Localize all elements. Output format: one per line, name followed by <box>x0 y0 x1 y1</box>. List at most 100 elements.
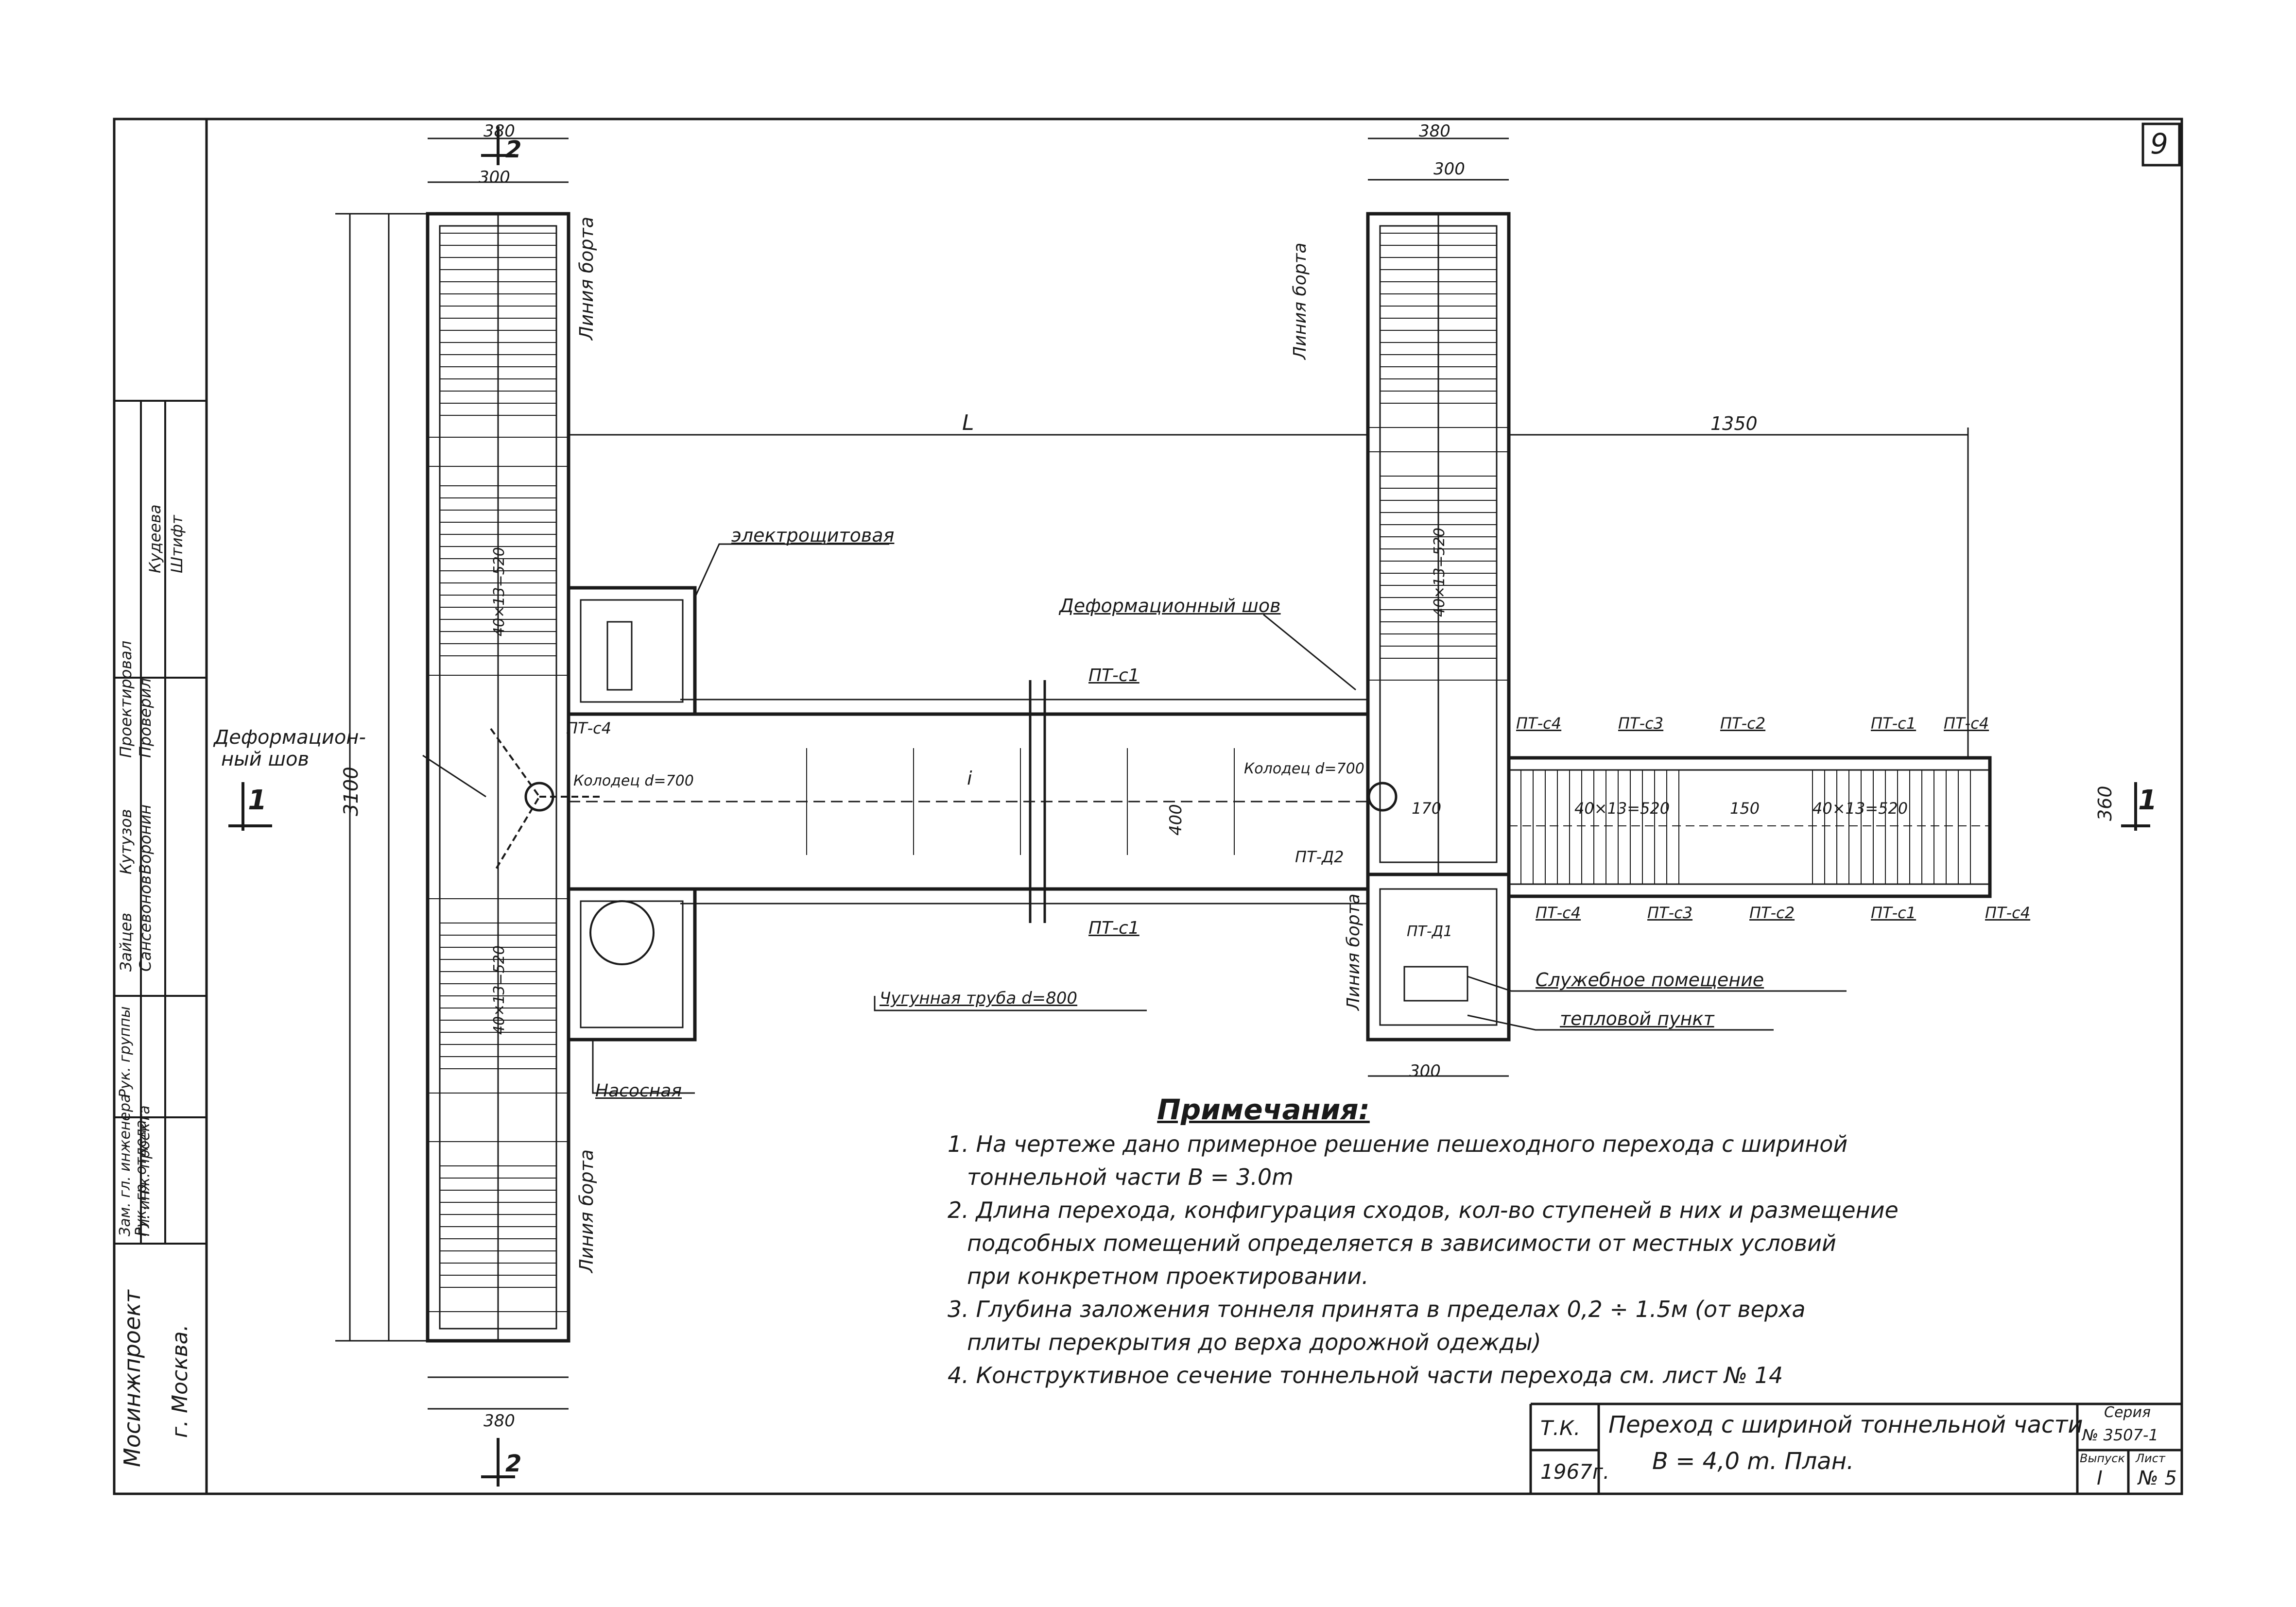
stamp-sheet-label: Лист <box>2136 1452 2165 1465</box>
side-name: Сансевонов <box>136 875 155 972</box>
label-def-seam-left-2: ный шов <box>221 748 310 770</box>
diagonal-drain <box>490 728 603 871</box>
pt-c4-right-top: ПТ-с4 <box>1516 714 1562 733</box>
pt-c1-right-top: ПТ-с1 <box>1871 714 1916 733</box>
dim-150-right: 150 <box>1730 799 1760 818</box>
sheet-number-box <box>2141 122 2181 167</box>
left-dims <box>335 213 428 1342</box>
label-well-left: Колодец d=700 <box>573 772 694 789</box>
dim-380-top-right: 380 <box>1419 121 1450 141</box>
stamp-sheet-value: № 5 <box>2138 1467 2177 1489</box>
pt-c4-right-bot: ПТ-с4 <box>1536 904 1581 922</box>
note-line: при конкретном проектировании. <box>967 1263 1369 1289</box>
label-curb-left-top: Линия борта <box>576 217 597 340</box>
right-lower-rooms <box>1366 872 1511 1042</box>
side-org: Мосинжпроект <box>119 1290 145 1467</box>
pump-room <box>567 887 697 1042</box>
dim-380-top-left: 380 <box>483 121 515 141</box>
label-curb-left-bot: Линия борта <box>576 1149 597 1273</box>
pt-c1-right-bot: ПТ-с1 <box>1871 904 1916 922</box>
leader-lines <box>422 543 1847 1094</box>
side-role2: Проверил <box>136 678 155 758</box>
stairs-520-left-2: 40×13=520 <box>491 945 508 1035</box>
side-name2: Кудеева <box>146 504 164 573</box>
dim-170: 170 <box>1412 799 1442 818</box>
dim-300-bottom-right: 300 <box>1409 1061 1441 1081</box>
stamp-issue-label: Выпуск <box>2080 1452 2125 1465</box>
pt-c4-right-top-end: ПТ-с4 <box>1944 714 1989 733</box>
pt-c4-tunnel: ПТ-с4 <box>566 719 612 737</box>
sheet-frame <box>113 118 2183 1495</box>
pt-c4-right-bot-end: ПТ-с4 <box>1985 904 2031 922</box>
left-stair-block <box>426 212 570 1343</box>
right-horizontal-steps <box>1509 770 1990 884</box>
section-1-right: 1 <box>2138 785 2157 816</box>
dim-300-top-right: 300 <box>1433 159 1465 179</box>
side-role: Рук. группы <box>117 1006 134 1098</box>
side-name: Кутузов <box>117 809 135 874</box>
stamp-issue-value: I <box>2097 1467 2103 1489</box>
label-electro: электрощитовая <box>731 525 895 546</box>
dim-400: 400 <box>1166 804 1186 836</box>
section-2-bottom: 2 <box>505 1450 522 1477</box>
section-2-top: 2 <box>505 136 522 163</box>
dim-380-bottom-left: 380 <box>483 1411 515 1431</box>
stairs-520-right-top: 40×13=520 <box>1431 528 1448 617</box>
label-service: Служебное помещение <box>1536 969 1764 991</box>
pt-c3-right-top: ПТ-с3 <box>1618 714 1664 733</box>
dim-L: L <box>962 410 974 435</box>
label-heat: тепловой пункт <box>1560 1008 1714 1029</box>
stamp-title-1: Переход с шириной тоннельной части <box>1608 1411 2083 1438</box>
stairs-520-left-1: 40×13=520 <box>491 547 508 636</box>
right-horizontal-stair <box>1507 756 1992 898</box>
side-block-grid <box>114 400 207 1245</box>
note-line: 2. Длина перехода, конфигурация сходов, … <box>948 1197 1899 1223</box>
sheet-number: 9 <box>2150 127 2168 160</box>
stamp-series-label: Серия <box>2104 1404 2151 1421</box>
label-pump: Насосная <box>595 1081 682 1101</box>
side-role: Гл. инж. проекта <box>136 1105 153 1236</box>
tunnel <box>569 680 1368 923</box>
notes-block: Примечания: 1. На чертеже дано примерное… <box>948 1093 2114 1390</box>
side-name2: Штифт <box>168 515 186 573</box>
note-line: 4. Конструктивное сечение тоннельной час… <box>948 1362 1783 1388</box>
pt-d1-room: ПТ-Д1 <box>1407 923 1453 940</box>
stairs-520-right-2: 40×13=520 <box>1813 799 1908 818</box>
stamp-title-2: B = 4,0 m. План. <box>1652 1448 1854 1475</box>
note-line: 3. Глубина заложения тоннеля принята в п… <box>948 1296 1806 1322</box>
top-dims <box>428 137 1509 1410</box>
dim-360: 360 <box>2094 786 2116 821</box>
side-name: Воронин <box>136 804 155 874</box>
section-1-left: 1 <box>248 785 267 816</box>
dim-1350: 1350 <box>1710 413 1758 434</box>
well-right-shape <box>1367 782 1398 812</box>
electro-room <box>567 586 697 716</box>
label-pipe: Чугунная труба d=800 <box>880 989 1078 1008</box>
dim-300-top-left: 300 <box>479 168 510 187</box>
side-city: г. Москва. <box>168 1324 192 1438</box>
stamp-grid <box>1529 1402 2182 1494</box>
note-line: плиты перекрытия до верха дорожной одежд… <box>967 1329 1541 1355</box>
stamp-code: Т.К. <box>1540 1416 1581 1440</box>
section-markers <box>228 126 2150 1487</box>
side-role2: Проектировал <box>117 640 135 758</box>
stairs-520-right-1: 40×13=520 <box>1574 799 1670 818</box>
pt-c1-bottom: ПТ-с1 <box>1088 918 1139 938</box>
pt-c2-right-bot: ПТ-с2 <box>1749 904 1795 922</box>
pt-c3-right-bot: ПТ-с3 <box>1647 904 1693 922</box>
side-name: Зайцев <box>117 912 135 972</box>
note-line: 1. На чертеже дано примерное решение пеш… <box>948 1131 1848 1157</box>
pt-c1-top: ПТ-с1 <box>1088 666 1139 685</box>
pt-c2-right-top: ПТ-с2 <box>1720 714 1766 733</box>
label-curb-right-bot: Линия борта <box>1344 893 1364 1010</box>
stamp-series-value: № 3507-1 <box>2082 1426 2158 1444</box>
label-def-seam-top: Деформационный шов <box>1059 595 1281 616</box>
label-i: i <box>967 768 972 789</box>
notes-title: Примечания: <box>1157 1093 1370 1126</box>
dim-L-line <box>569 427 1969 758</box>
label-def-seam-left-1: Деформацион- <box>214 726 366 749</box>
side-role: Зам. гл. инженера <box>117 1094 134 1236</box>
right-stair-steps <box>1368 233 1509 681</box>
label-well-right: Колодец d=700 <box>1244 760 1364 777</box>
